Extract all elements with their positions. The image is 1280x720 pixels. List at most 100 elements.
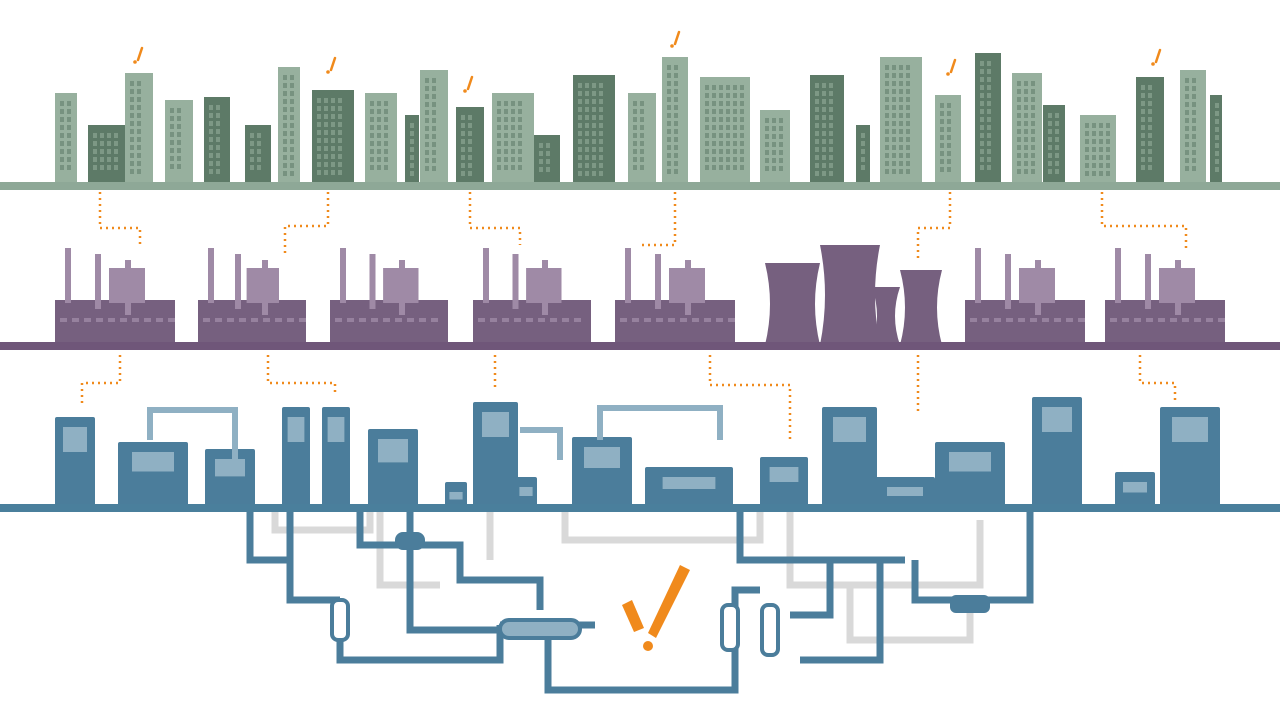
window xyxy=(705,133,709,138)
window xyxy=(947,119,951,124)
window xyxy=(1085,123,1089,128)
window xyxy=(599,83,603,88)
window xyxy=(861,157,865,162)
window xyxy=(209,161,213,166)
window xyxy=(504,165,508,170)
city-building xyxy=(420,70,448,185)
window xyxy=(899,73,903,78)
window xyxy=(425,86,429,91)
window xyxy=(861,133,865,138)
window xyxy=(892,73,896,78)
window xyxy=(667,137,671,142)
window xyxy=(324,114,328,119)
window xyxy=(331,98,335,103)
window xyxy=(578,99,582,104)
window xyxy=(822,83,826,88)
window xyxy=(712,93,716,98)
city-building xyxy=(365,93,397,185)
building-body xyxy=(1043,105,1065,185)
window xyxy=(885,169,889,174)
window xyxy=(585,107,589,112)
alert-stroke-large xyxy=(648,565,690,638)
window xyxy=(137,105,141,110)
window xyxy=(283,123,287,128)
window xyxy=(980,109,984,114)
window xyxy=(60,157,64,162)
window xyxy=(209,121,213,126)
window xyxy=(114,157,118,162)
window xyxy=(994,318,1001,322)
city-building xyxy=(1136,77,1164,185)
window xyxy=(980,69,984,74)
alert-dot xyxy=(946,72,950,76)
window xyxy=(765,150,769,155)
window xyxy=(432,126,436,131)
window xyxy=(1148,157,1152,162)
window xyxy=(93,141,97,146)
window xyxy=(719,141,723,146)
window xyxy=(1182,318,1189,322)
window xyxy=(317,162,321,167)
machine-panel xyxy=(482,412,509,437)
window xyxy=(511,125,515,130)
window xyxy=(1092,171,1096,176)
window xyxy=(578,123,582,128)
window xyxy=(497,133,501,138)
window xyxy=(940,167,944,172)
city-building xyxy=(573,75,615,185)
window xyxy=(1024,89,1028,94)
window xyxy=(592,171,596,176)
window xyxy=(216,153,220,158)
window xyxy=(338,130,342,135)
window xyxy=(331,106,335,111)
building-body xyxy=(856,125,870,185)
window xyxy=(779,126,783,131)
window xyxy=(539,143,543,148)
window xyxy=(1085,155,1089,160)
window xyxy=(705,93,709,98)
window xyxy=(815,91,819,96)
window xyxy=(468,123,472,128)
machine-panel xyxy=(769,467,799,482)
window xyxy=(550,318,557,322)
window xyxy=(1031,129,1035,134)
window xyxy=(114,149,118,154)
factory-hall xyxy=(198,300,306,345)
window xyxy=(829,147,833,152)
window xyxy=(1185,110,1189,115)
window xyxy=(114,141,118,146)
window xyxy=(299,318,306,322)
window xyxy=(518,141,522,146)
city-building xyxy=(1043,105,1065,185)
window xyxy=(899,137,903,142)
window xyxy=(130,81,134,86)
window xyxy=(331,114,335,119)
window xyxy=(130,153,134,158)
window xyxy=(384,141,388,146)
window xyxy=(1092,123,1096,128)
window xyxy=(514,318,521,322)
window xyxy=(632,318,639,322)
window xyxy=(987,61,991,66)
window xyxy=(425,78,429,83)
window xyxy=(740,157,744,162)
window xyxy=(1055,121,1059,126)
window xyxy=(892,97,896,102)
window xyxy=(1215,143,1219,148)
chimney xyxy=(625,248,631,303)
window xyxy=(892,65,896,70)
window xyxy=(290,107,294,112)
window xyxy=(100,149,104,154)
factory xyxy=(765,245,942,345)
window xyxy=(1024,161,1028,166)
chimney xyxy=(1145,254,1151,309)
window xyxy=(227,318,234,322)
window xyxy=(432,158,436,163)
window xyxy=(1031,145,1035,150)
window xyxy=(324,162,328,167)
window xyxy=(1185,142,1189,147)
window xyxy=(815,99,819,104)
window xyxy=(674,105,678,110)
window xyxy=(1055,137,1059,142)
window xyxy=(137,89,141,94)
